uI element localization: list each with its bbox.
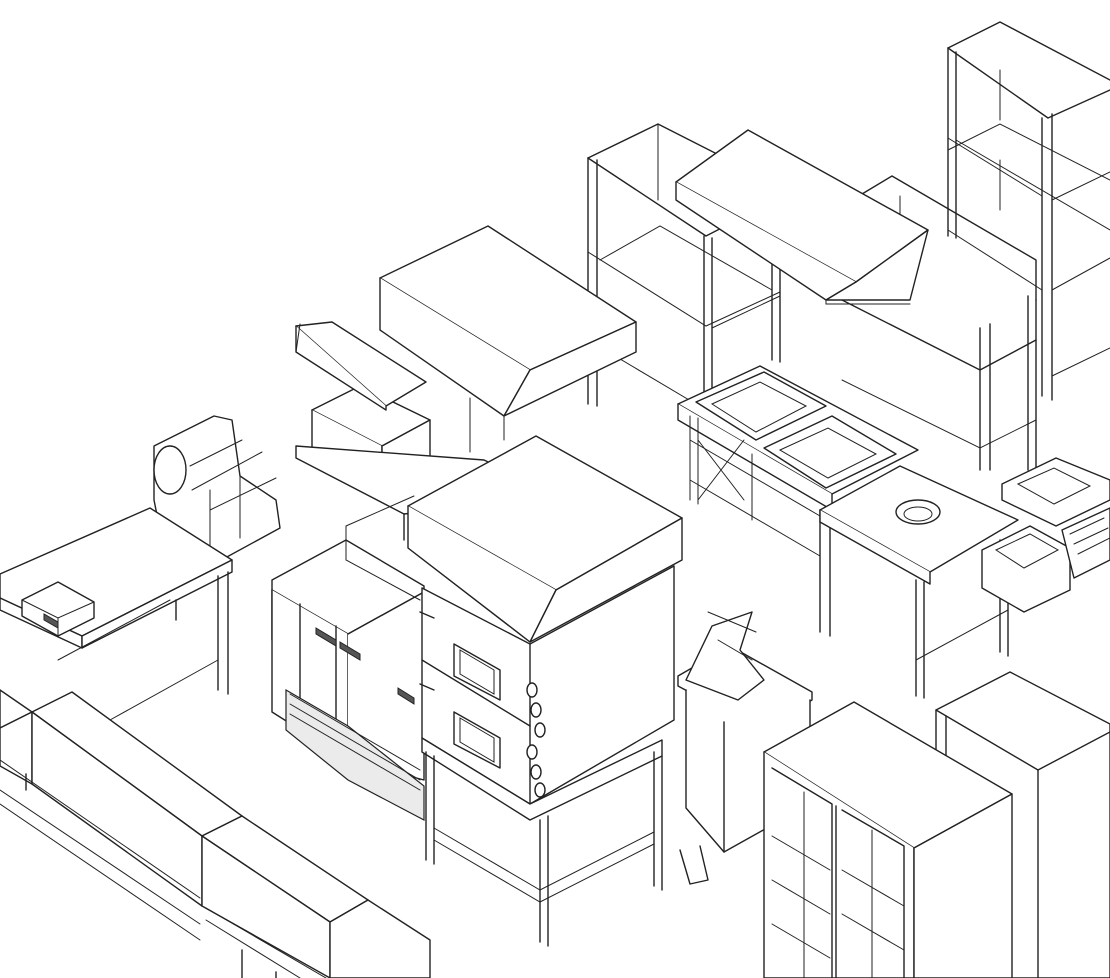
hand-wash-sinks bbox=[981, 457, 1110, 613]
glass-door-refrigerator bbox=[763, 701, 1013, 978]
pizza-oven-hood bbox=[345, 435, 683, 643]
tall-storage-shelving-right bbox=[947, 21, 1110, 401]
exhaust-hood-center bbox=[379, 225, 637, 453]
undercounter-refrigerator bbox=[271, 539, 425, 821]
digital-scale bbox=[21, 581, 95, 637]
dough-sheeter-machine bbox=[153, 415, 281, 565]
storage-shelving-rear bbox=[841, 175, 1037, 471]
meat-slicer-on-table bbox=[677, 611, 813, 885]
exhaust-hood-right bbox=[675, 129, 929, 305]
storage-shelving-middle bbox=[587, 123, 781, 411]
double-sink-unit bbox=[677, 365, 919, 637]
double-deck-pizza-oven bbox=[419, 565, 675, 805]
wall-shelf bbox=[295, 321, 427, 411]
front-serving-counter bbox=[0, 689, 431, 978]
oven-stand bbox=[421, 737, 663, 947]
prep-table-with-waste-chute bbox=[819, 465, 1019, 699]
